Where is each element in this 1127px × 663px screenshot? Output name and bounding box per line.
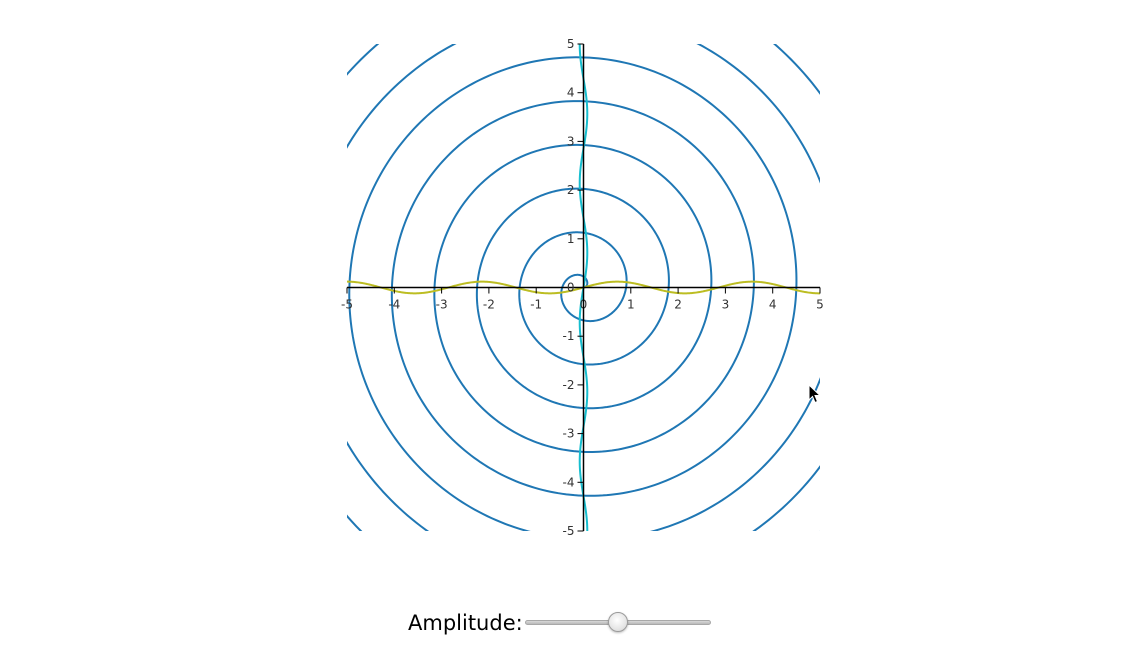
y-tick-label: 2 [567, 183, 575, 197]
y-tick-label: -5 [563, 524, 575, 538]
x-tick-label: 1 [627, 298, 635, 312]
x-tick-label: -2 [483, 298, 495, 312]
x-tick-label: 5 [816, 298, 824, 312]
y-tick-label: 0 [567, 281, 575, 295]
x-tick-label: -5 [341, 298, 353, 312]
x-tick-label: 3 [722, 298, 730, 312]
y-tick-label: 1 [567, 232, 575, 246]
amplitude-label: Amplitude: [408, 611, 523, 635]
amplitude-slider-thumb[interactable] [607, 612, 628, 632]
x-tick-label: -4 [388, 298, 400, 312]
spiral-series-line [347, 44, 820, 531]
mouse-cursor-icon [808, 384, 822, 404]
amplitude-control: Amplitude: [408, 608, 711, 638]
x-tick-label: 2 [674, 298, 682, 312]
y-tick-label: 3 [567, 134, 575, 148]
x-tick-label: -3 [436, 298, 448, 312]
y-tick-label: -4 [563, 475, 575, 489]
plot-area [347, 44, 820, 531]
y-tick-label: -3 [563, 427, 575, 441]
y-axis: -5 -4 -3 -2 -1 0 1 2 3 4 5 [563, 37, 585, 538]
y-tick-label: -1 [563, 329, 575, 343]
x-tick-label: -1 [530, 298, 542, 312]
x-tick-label: 4 [769, 298, 777, 312]
y-tick-label: 4 [567, 86, 575, 100]
y-tick-label: 5 [567, 37, 575, 51]
y-tick-label: -2 [563, 378, 575, 392]
amplitude-slider[interactable] [524, 612, 711, 634]
